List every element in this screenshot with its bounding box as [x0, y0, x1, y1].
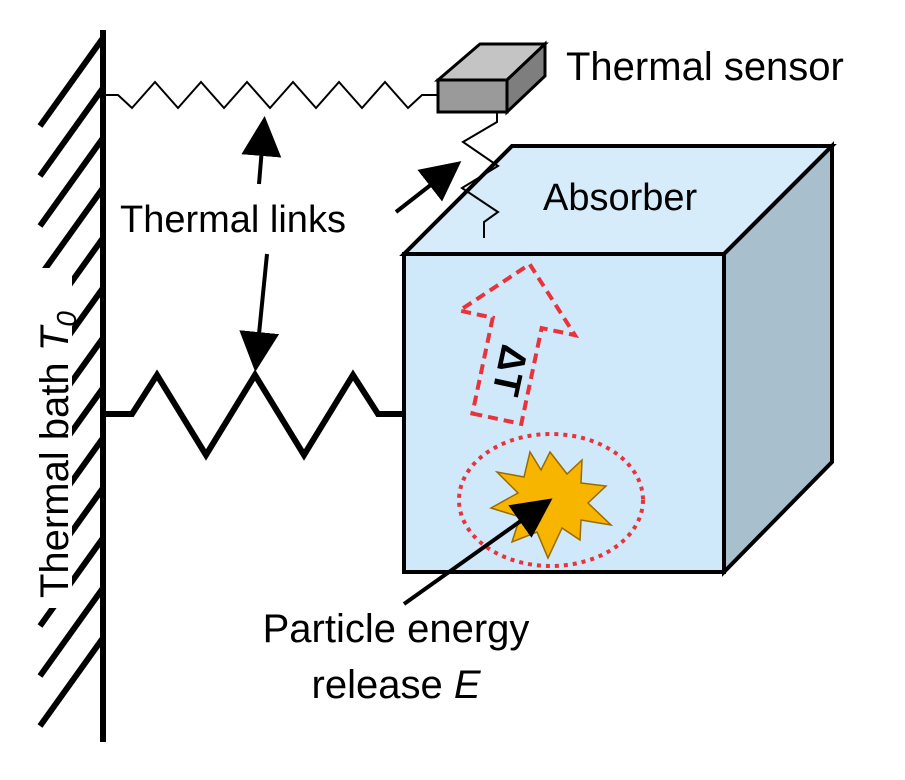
absorber-label: Absorber [543, 177, 698, 219]
bath-label-backdrop [36, 268, 72, 608]
hit-region-circle [457, 432, 645, 568]
delta-t-arrow: ΔT [454, 261, 580, 427]
links-arrow-up [241, 116, 282, 185]
links-arrow-right [394, 161, 462, 214]
links-arrow-down [239, 253, 280, 372]
particle-arrow [402, 498, 553, 606]
particle-energy-label-line1: Particle energy [263, 607, 530, 651]
thermal-sensor [433, 40, 549, 116]
absorber-cube [399, 141, 837, 577]
thermal-bath-wall [36, 30, 106, 742]
top-thermal-link [103, 80, 440, 110]
thermal-sensor-label: Thermal sensor [566, 45, 844, 89]
thermal-bath-label: Thermal bath T0 [33, 311, 82, 598]
particle-energy-label-line2: release E [312, 663, 482, 707]
bottom-thermal-link [103, 369, 404, 461]
sensor-thermal-link [460, 112, 500, 238]
delta-t-label: ΔT [483, 341, 535, 399]
thermal-links-label: Thermal links [120, 199, 346, 241]
